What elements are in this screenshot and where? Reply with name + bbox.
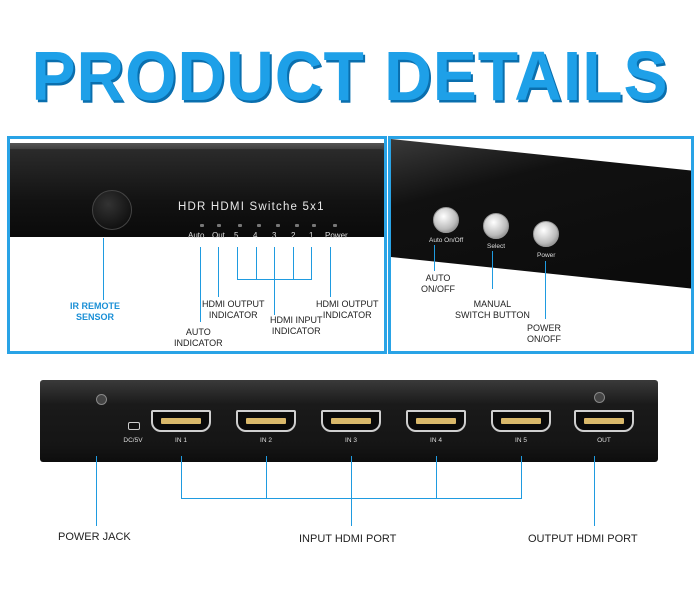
auto-onoff-label: AUTO ON/OFF xyxy=(421,273,455,294)
button-label: Select xyxy=(487,243,506,250)
callout-line xyxy=(351,456,352,526)
callout-line xyxy=(434,245,435,271)
callout-line xyxy=(266,456,267,498)
power-button-icon xyxy=(533,221,559,247)
led-5 xyxy=(238,224,242,227)
callout-line xyxy=(436,456,437,498)
power-jack-icon xyxy=(128,422,140,430)
button-label: Power xyxy=(537,252,556,259)
device-name: HDR HDMI Switche 5x1 xyxy=(178,201,325,213)
led-1 xyxy=(312,224,316,227)
callout-line xyxy=(274,279,275,315)
led-4 xyxy=(257,224,261,227)
callout-line xyxy=(492,251,493,289)
callout-line xyxy=(200,247,201,322)
front-panel-box: HDR HDMI Switche 5x1 Auto Out 5 4 3 2 1 … xyxy=(7,136,387,354)
device-back-panel: DC/5V IN 1 IN 2 IN 3 IN 4 IN 5 OUT xyxy=(40,380,658,462)
led-label: 4 xyxy=(253,231,258,240)
led-out xyxy=(217,224,221,227)
button-panel-box: Auto On/Off Select Power AUTO ON/OFF MAN… xyxy=(388,136,694,354)
callout-line xyxy=(256,247,257,279)
led-label: Out xyxy=(212,231,225,240)
output-hdmi-port-label: OUTPUT HDMI PORT xyxy=(528,533,638,545)
hdmi-port-in3 xyxy=(321,410,381,432)
power-onoff-label: POWER ON/OFF xyxy=(527,323,562,344)
screw-icon xyxy=(96,394,107,405)
hdmi-port-in4 xyxy=(406,410,466,432)
callout-line xyxy=(330,247,331,297)
power-jack-port-label: DC/5V xyxy=(123,437,143,444)
led-label: 2 xyxy=(291,231,296,240)
hdmi-output-indicator-label: HDMI OUTPUT INDICATOR xyxy=(202,299,265,320)
led-label: 3 xyxy=(272,231,277,240)
led-label: 5 xyxy=(234,231,239,240)
power-jack-label: POWER JACK xyxy=(58,531,131,543)
port-label: OUT xyxy=(597,437,611,444)
auto-indicator-label: AUTO INDICATOR xyxy=(174,327,223,348)
led-label: 1 xyxy=(309,231,314,240)
led-auto xyxy=(200,224,204,227)
callout-line xyxy=(594,456,595,526)
led-label: Auto xyxy=(188,231,205,240)
screw-icon xyxy=(594,392,605,403)
port-label: IN 2 xyxy=(260,437,272,444)
callout-line xyxy=(293,247,294,279)
select-button-icon xyxy=(483,213,509,239)
callout-line xyxy=(218,247,219,297)
callout-line xyxy=(545,261,546,319)
port-label: IN 5 xyxy=(515,437,527,444)
button-label: Auto On/Off xyxy=(429,237,464,244)
ir-sensor-icon xyxy=(92,190,132,230)
port-label: IN 3 xyxy=(345,437,357,444)
auto-onoff-button-icon xyxy=(433,207,459,233)
hdmi-port-out xyxy=(574,410,634,432)
callout-line xyxy=(274,247,275,279)
ir-sensor-label: IR REMOTE SENSOR xyxy=(70,301,121,322)
hdmi-port-in1 xyxy=(151,410,211,432)
input-hdmi-port-label: INPUT HDMI PORT xyxy=(299,533,397,545)
callout-line xyxy=(103,238,104,300)
callout-line xyxy=(521,456,522,498)
page-title: PRODUCT DETAILS xyxy=(31,37,669,115)
led-power xyxy=(333,224,337,227)
led-label: Power xyxy=(325,231,348,240)
callout-line xyxy=(311,247,312,279)
port-label: IN 4 xyxy=(430,437,442,444)
port-label: IN 1 xyxy=(175,437,187,444)
hdmi-port-in5 xyxy=(491,410,551,432)
led-3 xyxy=(276,224,280,227)
manual-switch-label: MANUAL SWITCH BUTTON xyxy=(455,299,530,320)
hdmi-input-indicator-label: HDMI INPUT INDICATOR xyxy=(270,315,323,336)
hdmi-output-indicator-right-label: HDMI OUTPUT INDICATOR xyxy=(316,299,379,320)
callout-line xyxy=(181,456,182,498)
led-2 xyxy=(295,224,299,227)
callout-line xyxy=(237,247,238,279)
device-front-face xyxy=(10,149,384,237)
callout-line xyxy=(181,498,522,499)
callout-line xyxy=(96,456,97,526)
hdmi-port-in2 xyxy=(236,410,296,432)
